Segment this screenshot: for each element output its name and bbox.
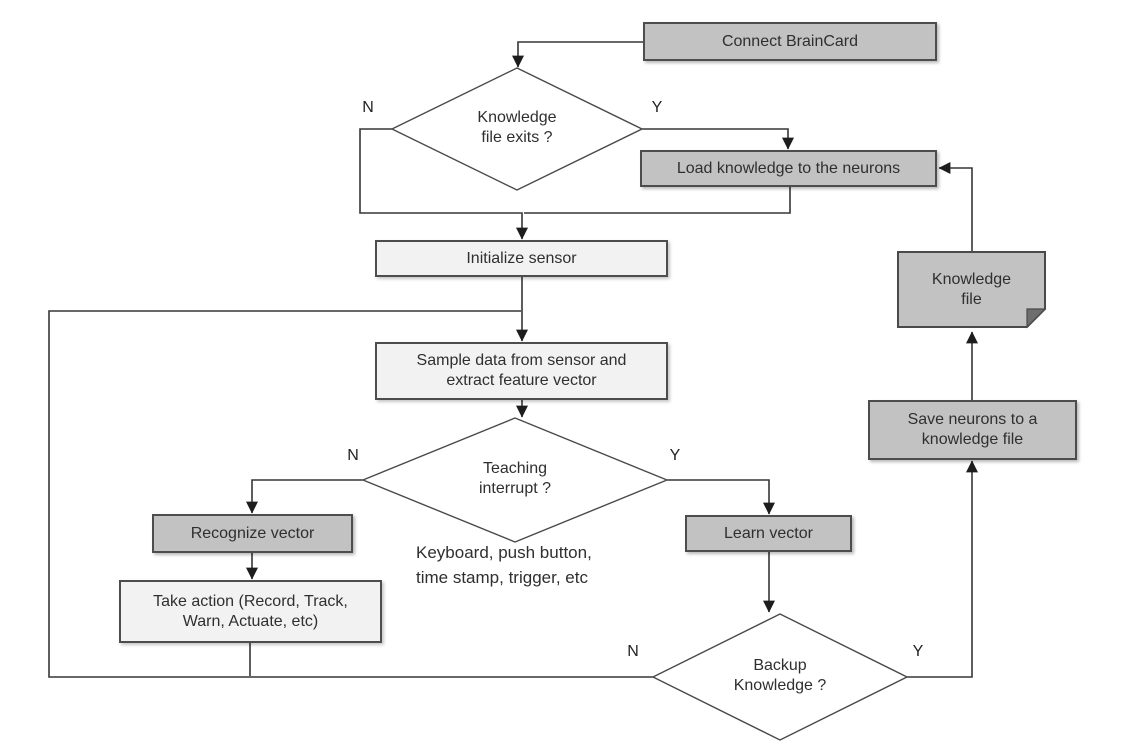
node-learn-vector: Learn vector xyxy=(685,515,852,552)
edge-backup-yes-to-save xyxy=(907,460,978,678)
node-sample-data-line2: extract feature vector xyxy=(446,372,597,389)
edge-backup-no-loop-to-sample xyxy=(48,310,653,678)
node-sample-data: Sample data from sensor and extract feat… xyxy=(375,342,668,400)
annotation-interrupt-sources: Keyboard, push button, time stamp, trigg… xyxy=(416,541,656,590)
node-learn-vector-label: Learn vector xyxy=(724,524,813,542)
branch-file-exists-no: N xyxy=(362,99,374,116)
node-take-action-line1: Take action (Record, Track, xyxy=(153,592,348,610)
node-load-knowledge: Load knowledge to the neurons xyxy=(640,150,937,187)
branch-backup-yes: Y xyxy=(912,643,924,660)
node-recognize-vector: Recognize vector xyxy=(152,514,353,553)
node-connect-braincard-label: Connect BrainCard xyxy=(721,32,859,50)
node-load-knowledge-label: Load knowledge to the neurons xyxy=(676,159,901,177)
edge-teaching-yes-to-learn xyxy=(667,479,775,515)
node-take-action-line2: Warn, Actuate, etc) xyxy=(182,612,319,630)
annotation-interrupt-sources-line2: time stamp, trigger, etc xyxy=(416,567,588,587)
node-initialize-sensor-label: Initialize sensor xyxy=(466,249,577,267)
decision-knowledge-file-exists xyxy=(390,67,644,191)
node-take-action: Take action (Record, Track, Warn, Actuat… xyxy=(119,580,382,643)
branch-teaching-no: N xyxy=(347,447,359,464)
node-save-neurons: Save neurons to a knowledge file xyxy=(868,400,1077,460)
edge-file-exists-yes-to-load xyxy=(642,128,794,150)
document-knowledge-file-shape xyxy=(897,251,1046,328)
node-save-neurons-line1: Save neurons to a xyxy=(907,411,1038,429)
decision-backup-knowledge xyxy=(651,613,909,741)
edge-file-exists-no-to-initialize xyxy=(359,128,528,240)
node-initialize-sensor: Initialize sensor xyxy=(375,240,668,277)
edge-connect-to-file-exists xyxy=(512,41,643,68)
edge-load-to-initialize-junction xyxy=(524,187,791,214)
branch-file-exists-yes: Y xyxy=(651,99,663,116)
node-recognize-vector-label: Recognize vector xyxy=(190,524,315,542)
node-connect-braincard: Connect BrainCard xyxy=(643,22,937,61)
branch-teaching-yes: Y xyxy=(669,447,681,464)
document-fold-corner xyxy=(1026,308,1047,329)
decision-teaching-interrupt xyxy=(361,417,669,543)
edge-knowledge-file-to-load xyxy=(938,162,973,252)
edge-teaching-no-to-recognize xyxy=(246,479,363,514)
node-sample-data-line1: Sample data from sensor and xyxy=(416,352,627,370)
annotation-interrupt-sources-line1: Keyboard, push button, xyxy=(416,543,592,562)
node-save-neurons-line2: knowledge file xyxy=(921,431,1024,448)
branch-backup-no: N xyxy=(627,643,639,660)
